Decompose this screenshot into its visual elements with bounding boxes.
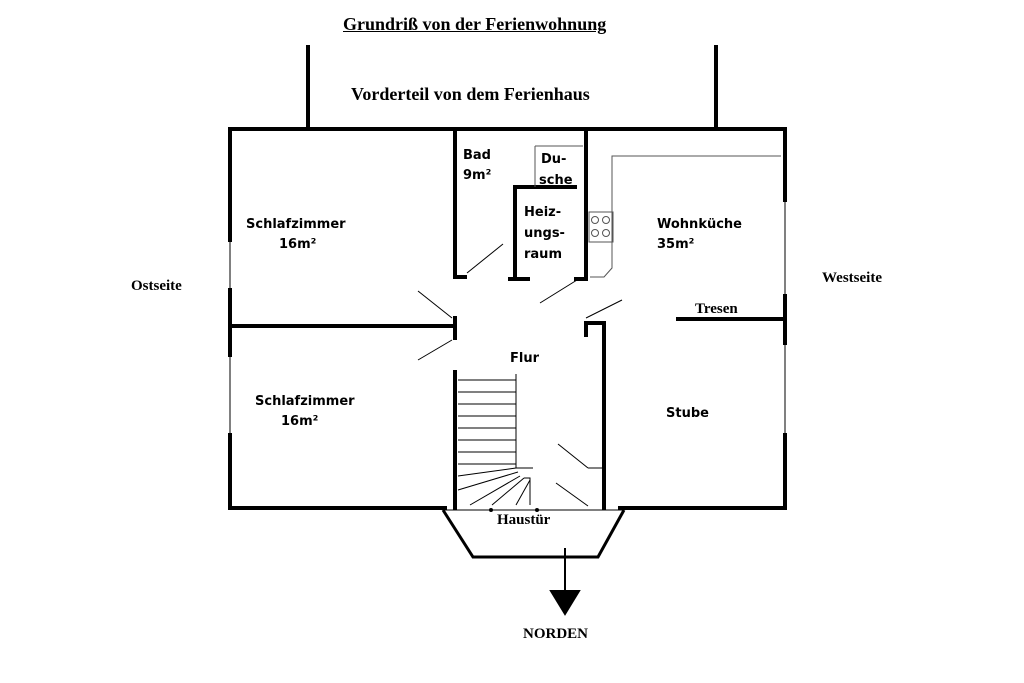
living-label: Stube <box>666 406 709 421</box>
bedroom-bottom-area: 16m² <box>281 414 319 429</box>
bedroom-bottom-name: Schlafzimmer <box>255 394 355 409</box>
staircase <box>457 374 533 506</box>
front-part-label: Vorderteil von dem Ferienhaus <box>351 84 590 104</box>
heating-line2: ungs- <box>524 226 565 241</box>
windows <box>229 200 786 435</box>
bedroom-top-name: Schlafzimmer <box>246 217 346 232</box>
shower-line1: Du- <box>541 152 567 167</box>
plan-title: Grundriß von der Ferienwohnung <box>343 14 607 34</box>
door-heating <box>539 279 578 304</box>
north-label: NORDEN <box>523 626 589 642</box>
door-hall-bottom <box>555 482 589 507</box>
outer-walls <box>228 127 787 510</box>
north-arrow-icon <box>549 548 581 616</box>
door-swings <box>417 243 623 507</box>
door-bedroom-top <box>417 290 453 319</box>
west-side-label: Westseite <box>822 270 882 286</box>
shower-outline <box>534 145 583 187</box>
door-bath <box>466 243 504 274</box>
east-side-label: Ostseite <box>131 278 182 294</box>
shower-line2: sche <box>539 173 573 188</box>
kitchen-counter-outline <box>588 155 781 278</box>
heating-line3: raum <box>524 247 562 262</box>
stove-icon <box>588 211 614 243</box>
front-door-dots <box>489 508 539 512</box>
entrance-label: Haustür <box>497 512 551 528</box>
interior-walls <box>230 127 787 510</box>
door-stube <box>557 443 589 469</box>
heating-line1: Heiz- <box>524 205 562 220</box>
counter-label: Tresen <box>695 301 738 317</box>
hall-label: Flur <box>510 351 540 366</box>
door-kitchen <box>585 299 623 319</box>
front-part <box>306 45 718 129</box>
door-bedroom-bottom <box>417 339 453 361</box>
kitchen-area: 35m² <box>657 237 695 252</box>
entrance-porch <box>441 509 626 559</box>
bath-area: 9m² <box>463 168 492 183</box>
kitchen-name: Wohnküche <box>657 217 742 232</box>
bath-name: Bad <box>463 148 491 163</box>
bedroom-top-area: 16m² <box>279 237 317 252</box>
